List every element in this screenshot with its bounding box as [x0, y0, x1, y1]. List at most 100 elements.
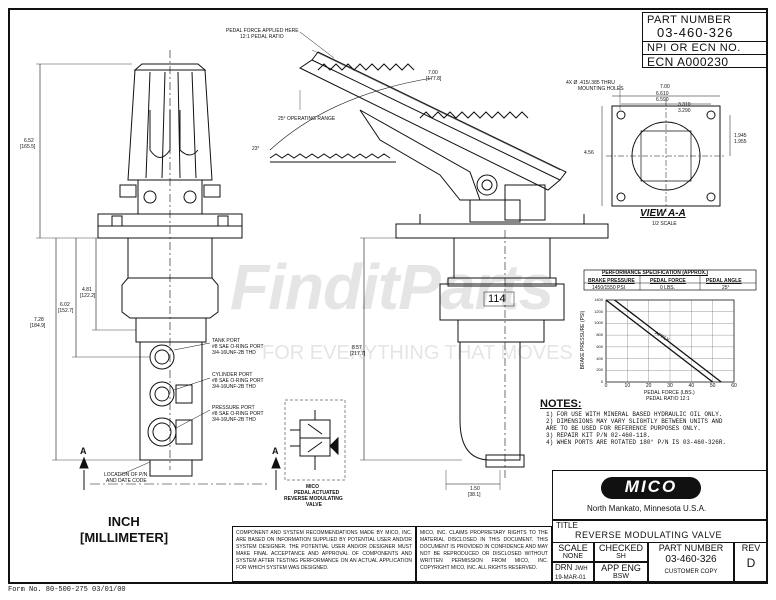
checked-label: CHECKED — [598, 543, 643, 553]
part-cell: PART NUMBER 03-460-326 CUSTOMER COPY — [648, 542, 734, 582]
x-tick-label: 0 — [604, 383, 608, 389]
performance-plot — [606, 300, 734, 382]
view-a-dim-290: 3.290 — [678, 108, 691, 114]
view-a-scale: 1/2 SCALE — [652, 221, 677, 227]
x-tick-label: 40 — [688, 383, 695, 389]
ecn-value: ECN A000230 — [647, 55, 729, 69]
dim-728-mm-label: [184.9] — [30, 323, 46, 329]
scale-cell: SCALE NONE — [552, 542, 594, 562]
dim-481-mm-label: [122.2] — [80, 293, 96, 299]
view-a-dim-610: 6.610 — [656, 91, 669, 97]
drn-date: 19-MAR-01 — [555, 575, 586, 581]
performance-curve — [606, 300, 714, 382]
part-number-block: PART NUMBER 03-460-326 NPI OR ECN NO. EC… — [642, 12, 768, 69]
y-tick-label: 1000 — [594, 320, 603, 326]
cylinder-port-line-2: #8 SAE O-RING PORT — [212, 378, 264, 384]
performance-header-force: PEDAL FORCE — [650, 278, 686, 284]
view-a-dim-456: 4.56 — [584, 150, 594, 156]
dim-652-label: 6.52 — [24, 138, 34, 144]
performance-xlabel: PEDAL FORCE (LBS.) — [644, 390, 695, 396]
drn-line: DRN JWH — [555, 563, 593, 574]
pedal-force-note-1: PEDAL FORCE APPLIED HERE — [226, 28, 299, 34]
scale-label: SCALE — [558, 543, 588, 553]
millimeter-label: [MILLIMETER] — [80, 530, 169, 545]
tank-port-line-2: #8 SAE O-RING PORT — [212, 344, 264, 350]
rev-label: REV — [741, 543, 761, 553]
dim-481-label: 4.81 — [82, 287, 92, 293]
mount-holes-line-1: 4X Ø .415/.385 THRU — [566, 80, 615, 86]
dim-150-mm-label: [38.1] — [468, 492, 481, 498]
performance-row-force: 0 LBS. — [660, 285, 676, 291]
pressure-port-line-3: 3/4-16UNF-2B THD — [212, 417, 256, 423]
watermark-brand: FinditParts — [230, 251, 554, 323]
hydraulic-schematic — [284, 399, 346, 481]
performance-header-pressure: BRAKE PRESSURE — [588, 278, 635, 284]
inch-label: INCH — [108, 514, 140, 529]
y-tick-label: 200 — [596, 367, 603, 373]
y-tick-label: 1400 — [594, 297, 603, 302]
watermark-tagline: FOR EVERYTHING THAT MOVES — [262, 342, 573, 364]
x-tick-label: 10 — [624, 383, 631, 389]
performance-title: PERFORMANCE SPECIFICATION (APPROX.) — [602, 270, 709, 276]
form-number: Form No. 80-500-275 03/01/00 — [8, 586, 126, 594]
angle-23-label: 23° — [252, 146, 260, 152]
performance-curve — [614, 300, 722, 382]
y-tick-label: 400 — [596, 355, 603, 361]
pressure-port-line-1: PRESSURE PORT — [212, 405, 255, 411]
drn-label: DRN — [555, 563, 573, 572]
performance-ylabel: BRAKE PRESSURE (PSI) — [580, 310, 586, 370]
view-a-dim-955: 1.955 — [734, 139, 747, 145]
location-pn-line-1: LOCATION OF P/N — [104, 472, 148, 478]
part-label: PART NUMBER — [658, 543, 724, 553]
rev-cell: REV D — [734, 542, 768, 582]
schematic-caption-3: REVERSE MODULATING — [284, 496, 343, 502]
y-tick-label: 600 — [596, 343, 603, 349]
scale-value: NONE — [562, 553, 584, 560]
dim-857-mm-label: [217.7] — [350, 351, 366, 357]
disclaimer-right: MICO, INC. CLAIMS PROPRIETARY RIGHTS TO … — [416, 526, 552, 582]
header-divider-2 — [643, 54, 767, 55]
dim-150-label: 1.50 — [470, 486, 480, 492]
front-view — [36, 50, 281, 490]
dim-700-mm-label: [177.8] — [426, 76, 442, 82]
disclaimer-left: COMPONENT AND SYSTEM RECOMMENDATIONS MAD… — [232, 526, 416, 582]
dim-602-mm-label: [152.7] — [58, 308, 74, 314]
app-eng-cell: APP ENG BSW — [594, 562, 648, 582]
company-block: MICO North Mankato, Minnesota U.S.A. — [552, 470, 768, 520]
x-tick-label: 50 — [709, 383, 716, 389]
performance-row-pressure: 1450/1550 PSI — [592, 285, 626, 291]
cylinder-port-line-1: CYLINDER PORT — [212, 372, 253, 378]
view-a-title: VIEW A-A — [640, 208, 686, 219]
view-a-dim-310: 3.310 — [678, 102, 691, 108]
x-tick-label: 60 — [731, 383, 737, 389]
note-item: 1) FOR USE WITH MINERAL BASED HYDRAULIC … — [546, 411, 723, 418]
dim-728-label: 7.28 — [34, 317, 44, 323]
side-view — [269, 31, 609, 490]
section-marker-left: A — [80, 446, 87, 456]
cylinder-port-line-3: 3/4-16UNF-2B THD — [212, 384, 256, 390]
checked-value: SH — [616, 553, 626, 560]
note-item: 4) WHEN PORTS ARE ROTATED 180° P/N IS 03… — [546, 439, 727, 446]
tank-port-line-3: 3/4-16UNF-2B THD — [212, 350, 256, 356]
npi-ecn-label: NPI OR ECN NO. — [647, 42, 741, 54]
part-number-label: PART NUMBER — [647, 14, 732, 26]
part-number-value: 03-460-326 — [657, 25, 734, 40]
schematic-caption-1: MICO — [306, 484, 320, 490]
title-label: TITLE — [556, 521, 578, 530]
tank-port-line-1: TANK PORT — [212, 338, 241, 344]
drawing-sheet — [8, 8, 768, 584]
y-tick-label: 800 — [596, 332, 603, 338]
drn-cell: DRN JWH 19-MAR-01 — [552, 562, 594, 582]
pedal-force-note-2: 12:1 PEDAL RATIO — [240, 34, 284, 40]
title-value: REVERSE MODULATING VALVE — [575, 530, 723, 540]
y-tick-label: 1200 — [594, 308, 603, 314]
app-eng-label: APP ENG — [601, 563, 641, 573]
app-eng-value: BSW — [613, 573, 629, 580]
pressure-port-line-2: #8 SAE O-RING PORT — [212, 411, 264, 417]
rev-value: D — [746, 556, 756, 570]
drn-value: JWH — [574, 566, 588, 572]
part-value: 03-460-326 — [665, 554, 717, 565]
dim-700-label: 7.00 — [428, 70, 438, 76]
dim-652-mm-label: [165.5] — [20, 144, 36, 150]
